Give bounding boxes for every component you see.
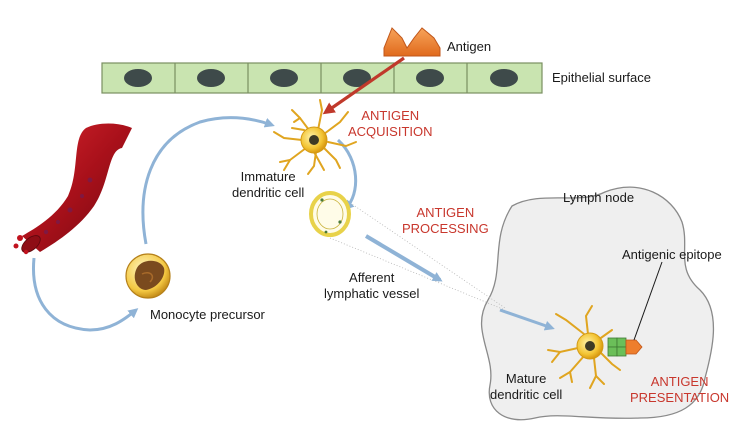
antigen-acquisition-stage: ANTIGEN ACQUISITION [348,108,433,139]
monocyte-precursor-label: Monocyte precursor [150,307,265,322]
immature-dendritic-cell-label: Immature dendritic cell [232,169,305,200]
antigen-label: Antigen [447,39,492,54]
lymph-node-label: Lymph node [563,190,635,205]
antigen-uptake-arrow [322,56,405,115]
lymphatic-to-node-arrow-2 [499,308,555,331]
epithelial-surface [101,62,543,94]
antigen-icon [383,27,441,57]
epithelial-surface-label: Epithelial surface [552,70,651,85]
lymph-node-shape [480,186,715,421]
mhc-antigen-complex [607,337,643,357]
blood-vessel [13,123,132,255]
immature-dendritic-cell [273,99,357,175]
lymphatic-funnel-lines [329,195,506,311]
monocyte-to-immature-dc-arrow [141,116,275,245]
monocyte-precursor-cell [125,253,171,299]
antigen-processing-stage: ANTIGEN PROCESSING [402,205,489,236]
epitope-pointer-line [633,261,663,341]
vessel-to-monocyte-arrow [32,257,139,332]
mature-dendritic-cell [547,305,621,389]
afferent-lymphatic-vessel [309,191,351,237]
antigenic-epitope-label: Antigenic epitope [622,247,722,262]
antigen-presentation-stage: ANTIGEN PRESENTATION [630,374,730,405]
lymphatic-to-node-arrow-1 [364,234,443,282]
afferent-lymphatic-vessel-label: Afferent lymphatic vessel [324,270,420,301]
mature-dendritic-cell-label: Mature dendritic cell [490,371,563,402]
